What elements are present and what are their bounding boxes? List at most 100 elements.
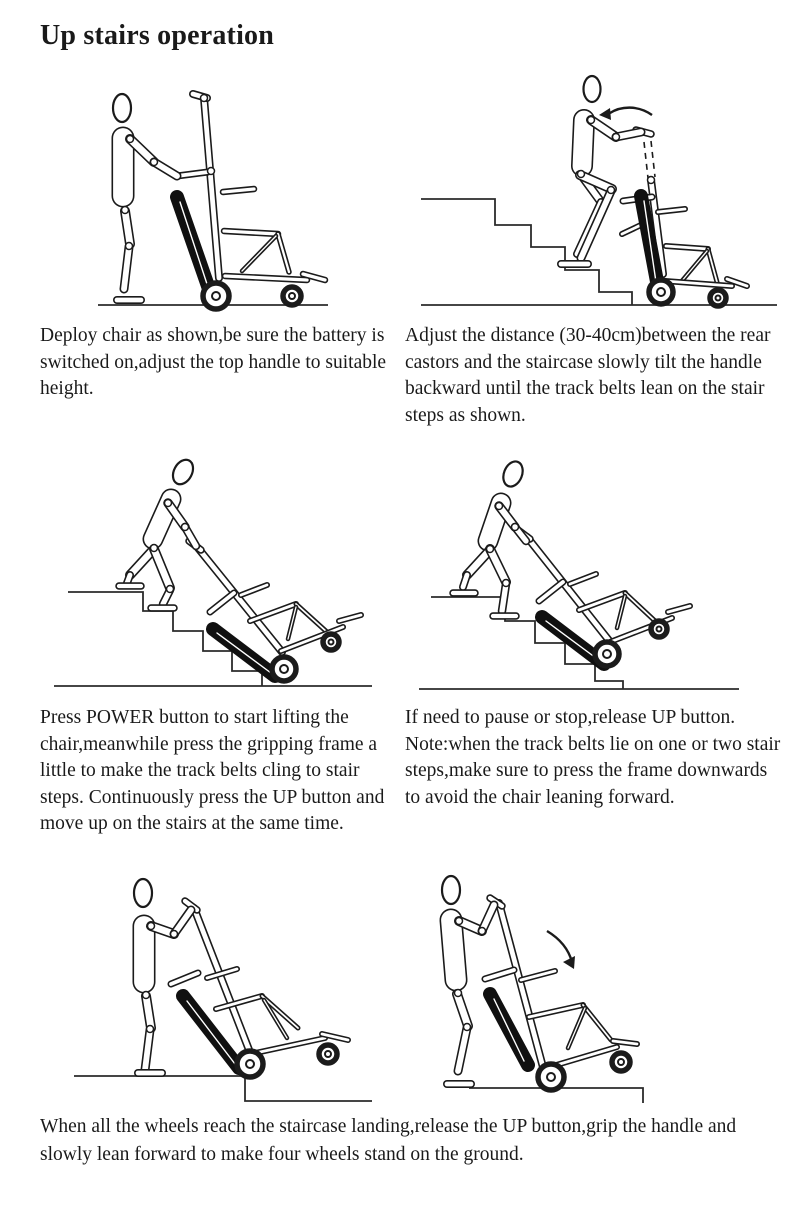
- telescoping-pole-dashed: [643, 141, 649, 179]
- stairs: [68, 591, 263, 687]
- attendant-figure: [449, 460, 531, 620]
- upper-arm: [586, 115, 621, 142]
- thigh: [452, 988, 473, 1031]
- torso: [571, 109, 595, 177]
- handle-pole: [523, 533, 615, 648]
- figure-grid: Deploy chair as shown,be sure the batter…: [40, 62, 786, 1103]
- tilt-backward-illustration: [421, 74, 777, 309]
- footrest: [610, 1037, 640, 1047]
- armrest: [238, 582, 270, 599]
- illustration-step-2: [405, 62, 786, 317]
- head: [440, 874, 462, 905]
- reach-landing-illustration: [74, 877, 372, 1102]
- base-frame: [248, 1034, 328, 1057]
- stair-chair: [514, 526, 693, 672]
- forearm: [477, 900, 499, 936]
- illustration-step-3: [40, 449, 405, 699]
- handle-pole: [495, 898, 548, 1075]
- left-shin: [123, 571, 134, 588]
- rear-shin: [573, 198, 605, 258]
- attendant-figure: [132, 877, 196, 1077]
- head: [582, 74, 602, 104]
- caption-step-1: Deploy chair as shown,be sure the batter…: [40, 325, 387, 400]
- illustration-step-1: [40, 72, 405, 317]
- landing-edge: [469, 1086, 644, 1103]
- armrest: [204, 965, 240, 981]
- right-thigh: [149, 544, 175, 594]
- base-frame: [278, 624, 346, 655]
- caption-step-4: If need to pause or stop,release UP butt…: [405, 707, 781, 808]
- forearm: [149, 157, 182, 181]
- pause-on-stairs-illustration: [419, 460, 739, 690]
- gripping-frame: [167, 969, 202, 988]
- stairs: [421, 198, 633, 305]
- armrest: [567, 571, 599, 588]
- seat-bar: [247, 601, 299, 625]
- stair-chair: [167, 896, 351, 1080]
- illustration-step-5: [40, 858, 405, 1103]
- head: [132, 877, 154, 908]
- base-frame: [662, 278, 735, 289]
- stair-chair: [170, 90, 329, 312]
- footrest: [336, 612, 364, 625]
- armrest: [655, 206, 688, 215]
- armrest: [219, 185, 258, 196]
- left-shin: [459, 571, 471, 592]
- armrest: [518, 967, 558, 983]
- right-thigh: [485, 544, 511, 588]
- attendant-figure: [439, 874, 499, 1088]
- tilt-lever: [619, 222, 644, 237]
- caption-step-3: Press POWER button to start lifting the …: [40, 707, 385, 835]
- seat-bar: [213, 992, 265, 1012]
- stair-chair: [619, 126, 750, 309]
- head: [171, 458, 195, 486]
- forearm: [169, 905, 196, 939]
- gripping-frame: [535, 578, 567, 605]
- lean-forward-arrow-icon: [546, 929, 575, 969]
- stair-chair: [185, 537, 364, 684]
- footrest: [724, 276, 750, 289]
- seat-bar: [663, 243, 711, 252]
- climb-stairs-illustration: [54, 458, 372, 687]
- footer-caption: When all the wheels reach the staircase …: [40, 1115, 737, 1165]
- page-title: Up stairs operation: [40, 20, 275, 51]
- attendant-figure: [557, 74, 646, 268]
- handle-pole: [194, 544, 286, 657]
- head: [111, 92, 133, 124]
- footrest: [319, 1030, 351, 1043]
- footrest: [299, 270, 329, 284]
- thigh: [120, 206, 135, 249]
- stair-chair: [481, 893, 640, 1093]
- gripping-frame: [173, 168, 212, 180]
- deploy-chair-illustration: [98, 90, 329, 312]
- shin: [140, 1025, 155, 1075]
- thigh: [575, 170, 617, 194]
- manual-page: Up stairs operation: [40, 20, 786, 1165]
- seat-bar: [526, 1001, 586, 1020]
- attendant-figure: [111, 92, 182, 304]
- head: [502, 460, 524, 488]
- thigh: [141, 990, 156, 1033]
- attendant-figure: [115, 458, 201, 612]
- illustration-step-4: [405, 449, 786, 699]
- right-shin: [497, 579, 511, 616]
- caption-step-2: Adjust the distance (30-40cm)between the…: [405, 325, 771, 426]
- upper-arm: [125, 134, 159, 167]
- left-thigh: [462, 546, 494, 581]
- shin: [576, 186, 616, 263]
- shin: [453, 1023, 472, 1076]
- handle-pole: [200, 94, 223, 282]
- tilt-back-arrow-icon: [599, 106, 653, 120]
- left-thigh: [125, 546, 157, 581]
- handle-pole: [190, 903, 255, 1059]
- gripping-frame: [481, 966, 518, 983]
- upper-arm: [494, 501, 520, 532]
- seat-bar: [220, 227, 282, 238]
- seat-bar: [576, 590, 628, 614]
- illustration-step-6: [405, 858, 786, 1103]
- stairs: [431, 596, 624, 690]
- lean-forward-illustration: [439, 874, 644, 1103]
- footrest: [665, 603, 693, 616]
- landing-edge: [74, 1074, 372, 1102]
- gripping-frame: [206, 589, 238, 616]
